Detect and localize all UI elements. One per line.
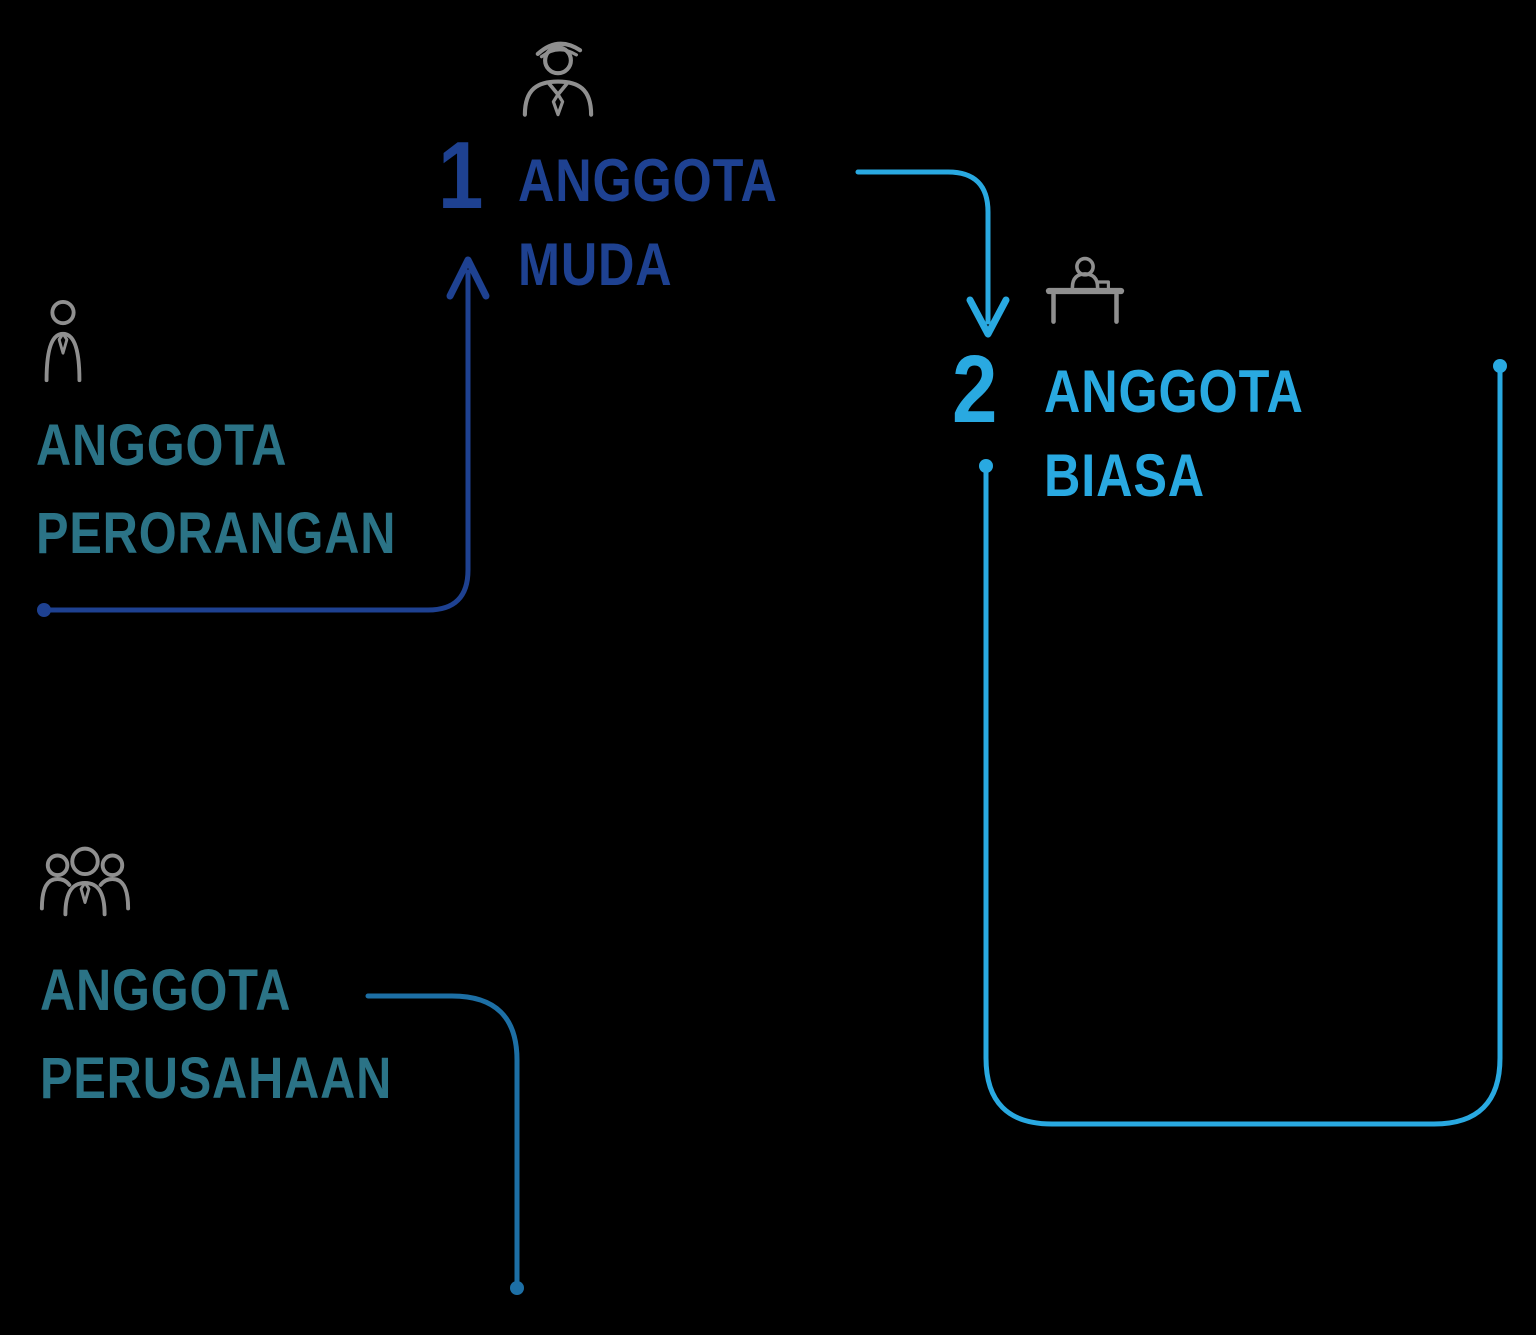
node-label-line2: PERORANGAN [36, 501, 397, 566]
connector-end-dot [510, 1281, 524, 1295]
node-label-line2: MUDA [518, 231, 673, 298]
connector-end-dot [1493, 359, 1507, 373]
node-label: ANGGOTA BIASA [1044, 350, 1304, 518]
graduate-person-icon [522, 41, 594, 117]
person-icon [44, 299, 82, 383]
node-label-line1: ANGGOTA [36, 413, 288, 478]
arrow-down-icon [966, 296, 1010, 338]
node-label: ANGGOTA MUDA [518, 139, 778, 307]
connector-start-dot [979, 459, 993, 473]
node-label-line1: ANGGOTA [1044, 358, 1304, 425]
person-at-desk-icon [1045, 256, 1125, 324]
node-label-line2: BIASA [1044, 442, 1206, 509]
connector-muda-to-biasa [855, 169, 1010, 338]
connector-line [855, 169, 991, 325]
node-label-line1: ANGGOTA [40, 958, 292, 1023]
node-label-line1: ANGGOTA [518, 147, 778, 214]
arrow-up-icon [446, 256, 490, 300]
node-label: ANGGOTA PERORANGAN [36, 402, 396, 578]
step-number: 1 [438, 122, 484, 229]
people-group-icon [39, 846, 131, 917]
connector-start-dot [37, 603, 51, 617]
step-number: 2 [952, 336, 998, 443]
node-label: ANGGOTA PERUSAHAAN [40, 947, 392, 1123]
node-label-line2: PERUSAHAAN [40, 1046, 393, 1111]
